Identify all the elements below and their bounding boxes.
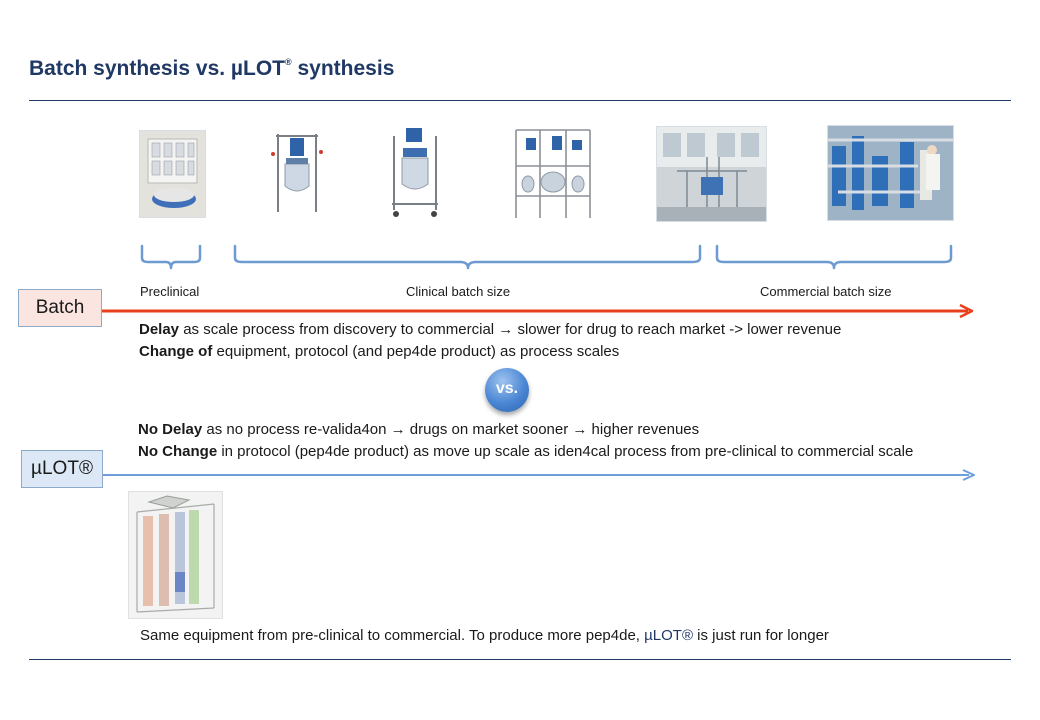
- batch-label: Batch: [35, 297, 85, 318]
- caption-brand: µLOT®: [644, 627, 694, 644]
- mulot-change-line: No Change in protocol (pep4de product) a…: [138, 443, 913, 460]
- mulot-label-box: µLOT®: [21, 450, 103, 488]
- stage-label-commercial: Commercial batch size: [760, 284, 892, 299]
- mulot-delay-bold: No Delay: [138, 421, 203, 438]
- title-suffix: synthesis: [291, 57, 395, 80]
- cart-reactor-photo: [386, 124, 444, 218]
- small-reactor-photo: [268, 124, 326, 214]
- batch-label-box: Batch: [18, 289, 102, 327]
- batch-change-line: Change of equipment, protocol (and pep4d…: [139, 343, 619, 360]
- mulot-delay-line: No Delay as no process re-valida4on → dr…: [138, 421, 699, 438]
- pilot-rig-photo: [512, 126, 594, 220]
- mulot-delay-text: as no process re-valida4on → drugs on ma…: [202, 421, 700, 438]
- batch-delay-line: Delay as scale process from discovery to…: [139, 321, 841, 338]
- stage-label-clinical: Clinical batch size: [406, 284, 511, 299]
- mulot-caption: Same equipment from pre-clinical to comm…: [140, 627, 829, 644]
- mulot-change-bold: No Change: [138, 443, 218, 460]
- mulot-arrow: [103, 469, 975, 481]
- vs-badge: vs.: [485, 368, 529, 412]
- batch-arrow: [102, 303, 974, 319]
- lab-synthesizer-photo: [139, 130, 206, 218]
- batch-delay-text: as scale process from discovery to comme…: [179, 321, 842, 338]
- stage-label-preclinical: Preclinical: [140, 284, 200, 299]
- mulot-label: µLOT®: [31, 458, 93, 479]
- plant-hall-photo: [656, 126, 767, 222]
- top-divider: [29, 100, 1011, 101]
- industrial-plant-photo: [827, 125, 954, 221]
- bottom-divider: [29, 659, 1011, 660]
- mulot-columns-photo: [128, 491, 223, 619]
- title-main: Batch synthesis vs. µLOT: [29, 57, 286, 80]
- page-title: Batch synthesis vs. µLOT® synthesis: [29, 57, 394, 81]
- batch-delay-bold: Delay: [139, 321, 180, 338]
- title-registered-mark: ®: [285, 57, 292, 67]
- stage-brackets: [140, 244, 953, 270]
- caption-pre: Same equipment from pre-clinical to comm…: [140, 627, 645, 644]
- batch-change-bold: Change of: [139, 343, 213, 360]
- mulot-change-text: in protocol (pep4de product) as move up …: [217, 443, 914, 460]
- caption-post: is just run for longer: [693, 627, 829, 644]
- batch-change-text: equipment, protocol (and pep4de product)…: [212, 343, 620, 360]
